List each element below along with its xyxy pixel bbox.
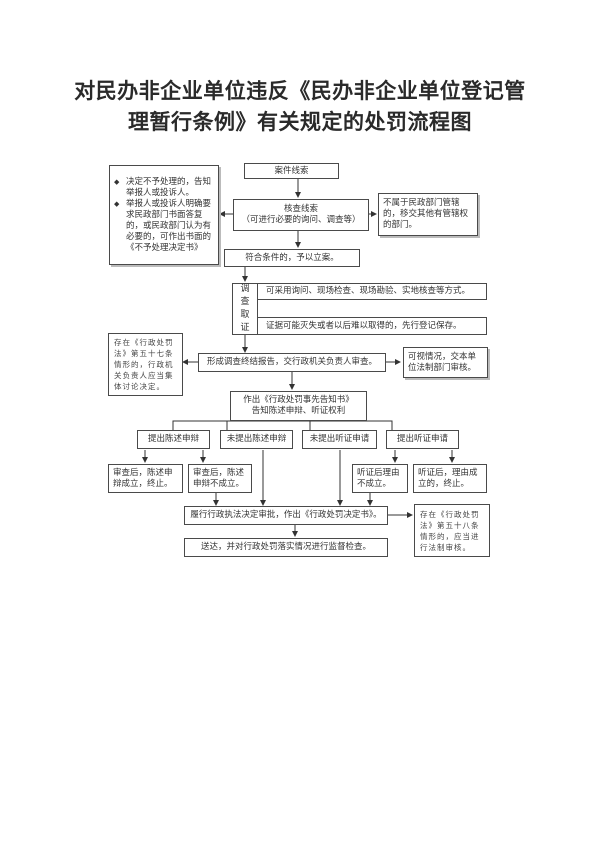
- report-box: 形成调查终结报告，交行政机关负责人审查。: [198, 353, 386, 372]
- prior-notice-detail: 告知陈述申辩、听证权利: [251, 406, 346, 416]
- prior-notice-title: 作出《行政处罚事先告知书》: [243, 395, 354, 405]
- outcome-text: 审查后，陈述申辩成立，终止。: [113, 467, 173, 489]
- verify-clue-detail: （可进行必要的询问、调查等）: [241, 215, 361, 225]
- outcome-text: 审查后，陈述申辩不成立。: [193, 467, 245, 489]
- delivery-text: 送达，并对行政处罚落实情况进行监督检查。: [200, 542, 371, 552]
- branch-box: 提出陈述申辩: [137, 430, 210, 449]
- not-handled-note-item: 举报人或投诉人明确要求民政部门书面答复的，或民政部门认为有必要的，可作出书面的《…: [114, 199, 214, 254]
- decision-text: 履行行政执法决定审批，作出《行政处罚决定书》。: [190, 510, 382, 520]
- investigation-box: 调查取证: [232, 283, 258, 335]
- branch-label: 未提出陈述申辩: [226, 434, 287, 444]
- case-clue-text: 案件线索: [274, 165, 309, 176]
- prior-notice-box: 作出《行政处罚事先告知书》 告知陈述申辩、听证权利: [230, 391, 367, 421]
- not-handled-note: 决定不予处理的，告知举报人或投诉人。 举报人或投诉人明确要求民政部门书面答复的，…: [109, 165, 219, 265]
- case-clue-box: 案件线索: [244, 163, 339, 179]
- outcome-box: 听证后理由不成立。: [352, 464, 408, 493]
- outcome-text: 听证后，理由成立的，终止。: [418, 467, 478, 489]
- legal-review-note: 可视情况，交本单位法制部门审核。: [403, 347, 488, 378]
- branch-box: 未提出陈述申辩: [220, 430, 293, 449]
- investigation-item-1: 可采用询问、现场检查、现场勘验、实地核查等方式。: [257, 283, 487, 300]
- not-handled-note-item: 决定不予处理的，告知举报人或投诉人。: [114, 177, 214, 199]
- outcome-box: 听证后，理由成立的，终止。: [413, 464, 487, 493]
- verify-clue-box: 核查线索 （可进行必要的询问、调查等）: [233, 199, 369, 231]
- decision-box: 履行行政执法决定审批，作出《行政处罚决定书》。: [184, 506, 388, 525]
- investigation-item-1-text: 可采用询问、现场检查、现场勘验、实地核查等方式。: [266, 286, 471, 296]
- page-title-line-2: 理暂行条例》有关规定的处罚流程图: [128, 109, 472, 134]
- outcome-box: 审查后，陈述申辩成立，终止。: [108, 464, 183, 493]
- report-text: 形成调查终结报告，交行政机关负责人审查。: [206, 357, 377, 367]
- branch-box: 提出听证申请: [386, 430, 459, 449]
- branch-label: 提出听证申请: [396, 434, 448, 444]
- notice-branch-line: [172, 420, 393, 430]
- outcome-box: 审查后，陈述申辩不成立。: [188, 464, 252, 493]
- legal-review-note-text: 可视情况，交本单位法制部门审核。: [408, 351, 477, 373]
- page-title-line-1: 对民办非企业单位违反《民办非企业单位登记管: [74, 78, 526, 103]
- transfer-note: 不属于民政部门管辖的，移交其他有管辖权的部门。: [378, 193, 478, 236]
- verify-clue-title: 核查线索: [283, 204, 318, 214]
- article58-note: 存在《行政处罚法》第五十八条情形的，应当进行法制审核。: [414, 504, 490, 557]
- branch-box: 未提出听证申请: [302, 430, 377, 449]
- transfer-note-text: 不属于民政部门管辖的，移交其他有管辖权的部门。: [383, 198, 469, 230]
- file-case-text: 符合条件的，予以立案。: [245, 252, 339, 263]
- article58-note-text: 存在《行政处罚法》第五十八条情形的，应当进行法制审核。: [420, 509, 480, 552]
- delivery-box: 送达，并对行政处罚落实情况进行监督检查。: [184, 538, 388, 557]
- branch-label: 未提出听证申请: [309, 434, 370, 444]
- investigation-label: 调查取证: [240, 284, 250, 333]
- article57-note: 存在《行政处罚法》第五十七条情形的，行政机关负责人应当集体讨论决定。: [108, 333, 183, 396]
- outcome-text: 听证后理由不成立。: [357, 467, 400, 489]
- investigation-item-2: 证据可能灭失或者以后难以取得的，先行登记保存。: [257, 317, 487, 335]
- article57-note-text: 存在《行政处罚法》第五十七条情形的，行政机关负责人应当集体讨论决定。: [114, 338, 174, 391]
- branch-label: 提出陈述申辩: [147, 434, 199, 444]
- file-case-box: 符合条件的，予以立案。: [224, 249, 360, 267]
- investigation-item-2-text: 证据可能灭失或者以后难以取得的，先行登记保存。: [266, 320, 462, 331]
